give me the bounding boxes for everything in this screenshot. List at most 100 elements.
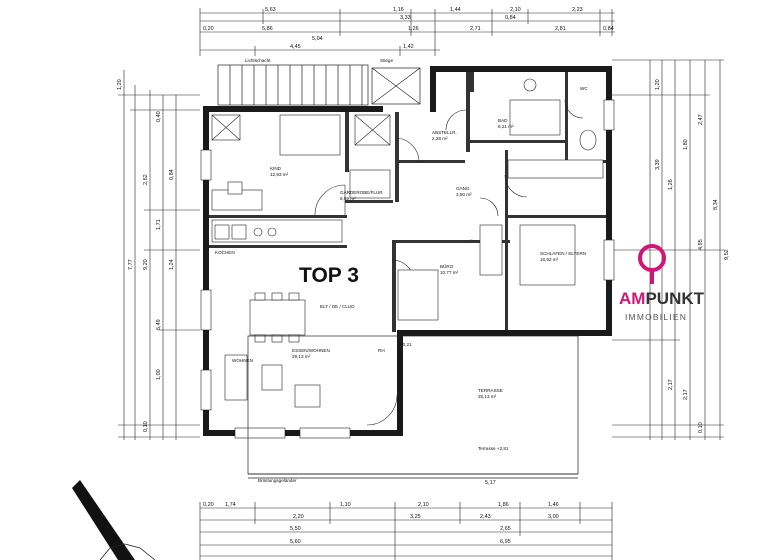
dim-top-5: 3,33 [400,15,411,21]
elt-label: ELT / DE / CLUD [320,304,355,309]
dim-top-14: 1,42 [403,44,414,50]
dim-bottom-1: 1,10 [340,502,351,508]
level-label: +0,21 [400,342,412,347]
dim-left-8: 5,49 [156,319,162,330]
room-garderobe-name: GARDEROBE/FLUR [340,190,383,195]
bath-tub [509,99,561,136]
dim-top-7: 5,86 [262,26,273,32]
dim-top-9: 2,71 [470,26,481,32]
buero-cabinet [479,224,503,276]
room-gang-name: GANG [456,186,470,191]
room-wc-name: WC [580,86,588,91]
dim-top-8: 1,26 [408,26,419,32]
room-wohnen2-name: WOHNEN [232,358,253,363]
dining-chair-2 [271,292,283,301]
dim-top-15: 0,20 [203,26,214,32]
dining-chair-3 [288,292,300,301]
dim-top-3: 2,10 [510,7,521,13]
dim-left-9: 1,00 [156,369,162,380]
staircase [217,64,421,106]
dim-bottom-3: 1,86 [498,502,509,508]
room-schlafen-area: 16,92 m² [540,257,559,262]
logo-text-am: AM [619,289,645,308]
room-buero-area: 10,77 m² [440,270,459,275]
dim-bottom-5: 2,20 [293,514,304,520]
room-bad-area: 8,21 m² [498,124,514,129]
bad-basin [523,78,537,92]
dim-top-13: 4,45 [290,44,301,50]
room-bad-name: BAD [498,118,508,123]
dim-top-10: 2,81 [555,26,566,32]
dim-bottom-0: 1,74 [225,502,236,508]
dim-bottom-12: 6,95 [500,539,511,545]
room-kochen-name: KOCHEN [215,250,235,255]
lichtschacht-label: Lichtschacht [245,58,271,63]
top-dimension-text: 5,63 1,16 1,44 2,10 2,23 3,33 0,84 5,86 … [203,7,614,50]
left-dimension-text: 1,20 0,40 2,62 0,84 1,71 9,20 7,77 1,24 … [117,79,175,432]
dim-top-6: 0,84 [505,15,516,21]
room-gang-area: 3,50 m² [456,192,472,197]
room-kind-name: KIND [270,166,282,171]
right-dimension-chains [612,59,724,440]
dining-table [249,299,306,336]
dim-bottom-13: 5,17 [485,480,496,486]
dim-bottom-9: 5,50 [290,526,301,532]
dim-bottom-14: 0,20 [203,502,214,508]
stiege-label: Stiege [380,58,393,63]
room-buero-name: BÜRO [440,263,454,269]
logo-pin-icon [638,244,666,272]
room-wohnen-name: ESSEN/WOHNEN [292,348,330,353]
dim-right-10: 0,10 [698,422,704,433]
windows [200,99,615,439]
dim-left-7: 1,24 [169,259,175,270]
dim-right-4: 3,39 [655,159,661,170]
dim-top-12: 5,04 [312,36,323,42]
room-abstell-name: ABSTELLR. [432,130,457,135]
bottom-dimension-chains [199,502,613,560]
ampunkt-logo: AMPUNKT IMMOBILIEN [619,244,705,322]
terrace [247,335,579,479]
stair-flight [349,169,391,199]
dim-right-5: 4,95 [698,239,704,250]
dim-left-1: 0,40 [156,111,162,122]
room-terrasse-name: TERRASSE [478,388,503,393]
dim-left-4: 1,71 [156,219,162,230]
dim-top-2: 1,44 [450,7,461,13]
north-arrow-icon [72,480,156,560]
room-garderobe-area: 6,59 m² [340,196,356,201]
room-schlafen-name: SCHLAFEN / ELTERN [540,251,586,256]
dim-right-7: 9,52 [724,249,730,260]
room-labels: KIND 12,93 m² GARDEROBE/FLUR 6,59 m² ABS… [215,86,588,451]
dim-bottom-8: 3,00 [548,514,559,520]
schlafen-bed [519,224,576,286]
logo-text: AMPUNKT [619,289,705,308]
dim-right-3: 1,26 [668,179,674,190]
right-dimension-text: 1,20 2,47 1,80 1,26 3,39 4,95 8,34 9,52 … [655,79,730,433]
dining-chair-5 [271,334,283,343]
logo-subtitle: IMMOBILIEN [625,312,687,322]
buero-desk [397,269,439,321]
dim-bottom-4: 1,46 [548,502,559,508]
dim-left-3: 0,84 [169,169,175,180]
sofa [224,354,248,401]
left-dimension-chains [118,70,200,440]
coffee-table [261,364,283,391]
dim-right-6: 8,34 [713,199,719,210]
dim-top-11: 0,84 [603,26,614,32]
dim-left-10: 0,10 [143,421,149,432]
armchair [294,384,321,408]
dim-top-1: 1,16 [393,7,404,13]
terrasse-level-note: Terrasse +2,81 [478,446,509,451]
dim-left-6: 7,77 [128,259,134,270]
dim-left-5: 9,20 [143,259,149,270]
dim-bottom-7: 2,43 [480,514,491,520]
schlafen-wardrobe [507,159,604,179]
logo-text-punkt: PUNKT [645,289,704,308]
dining-chair-4 [254,334,266,343]
dim-bottom-11: 5,60 [290,539,301,545]
dim-right-9: 2,17 [683,389,689,400]
room-terrasse-area: 25,13 m² [478,394,497,399]
plan-title: TOP 3 [299,264,359,287]
dim-right-8: 2,17 [668,379,674,390]
dim-top-0: 5,63 [265,7,276,13]
